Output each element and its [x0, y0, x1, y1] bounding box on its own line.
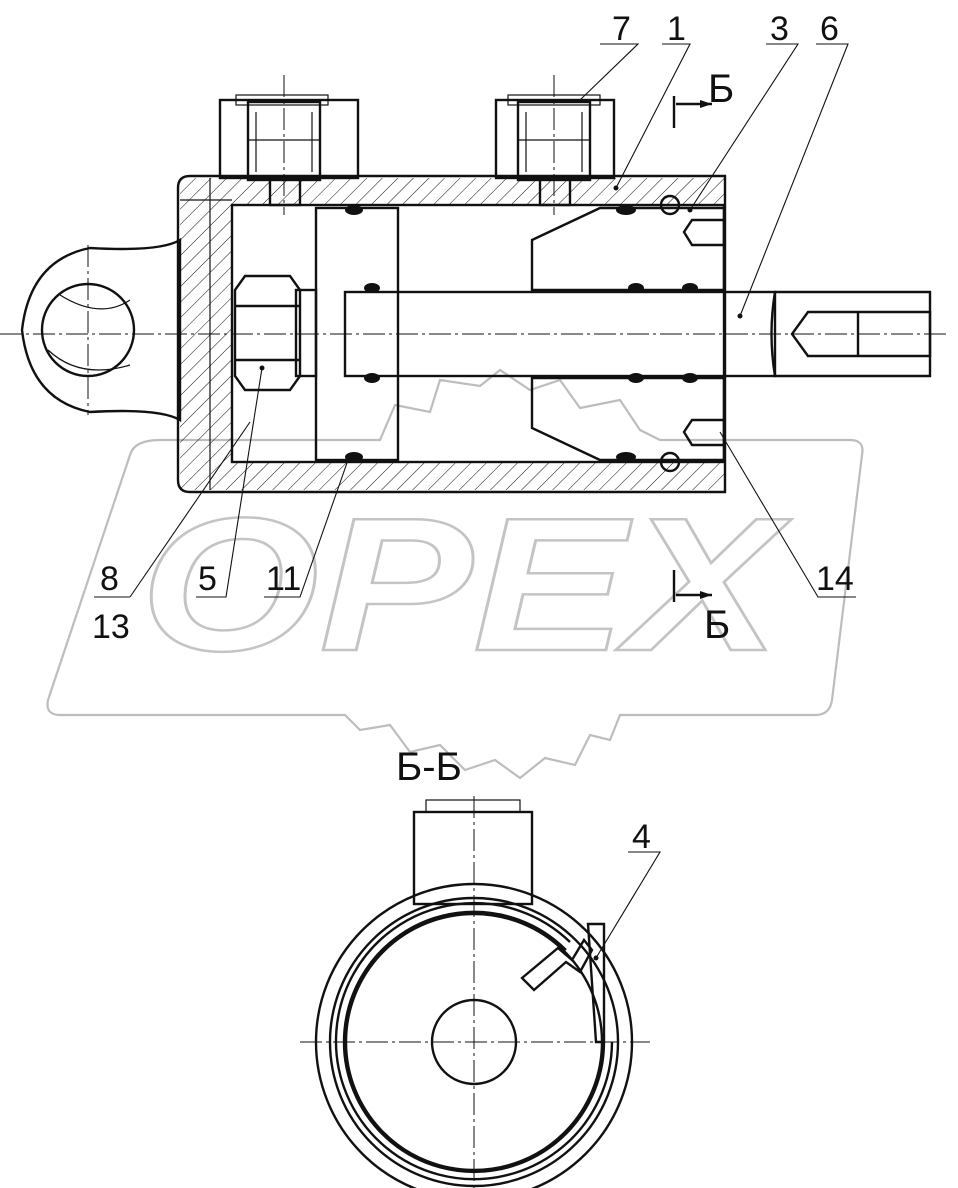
callout-8: 8: [100, 560, 119, 598]
callout-6: 6: [820, 10, 839, 48]
watermark-gear-outline: [46, 368, 864, 780]
callout-14: 14: [816, 560, 854, 598]
section-view-bb: Б-Б: [300, 745, 650, 1188]
callouts: 7 1 3 6 8 13 5 11 14 4: [92, 10, 856, 961]
callout-13: 13: [92, 608, 130, 646]
callout-5: 5: [198, 560, 217, 598]
callout-11: 11: [266, 560, 301, 598]
eye-mount: [20, 237, 182, 423]
section-marks: Б Б: [672, 67, 734, 647]
callout-3: 3: [770, 10, 789, 48]
rod-nut: [233, 274, 318, 392]
watermark: OPEX: [46, 368, 864, 780]
callout-4: 4: [632, 818, 651, 856]
section-mark-bottom: Б: [704, 603, 730, 647]
callout-7: 7: [612, 10, 631, 48]
callout-1: 1: [667, 10, 686, 48]
section-mark-top: Б: [708, 67, 734, 111]
watermark-text: OPEX: [140, 479, 792, 691]
rod-gland: [530, 194, 726, 473]
section-title: Б-Б: [396, 745, 462, 789]
main-section-view: [0, 75, 950, 494]
